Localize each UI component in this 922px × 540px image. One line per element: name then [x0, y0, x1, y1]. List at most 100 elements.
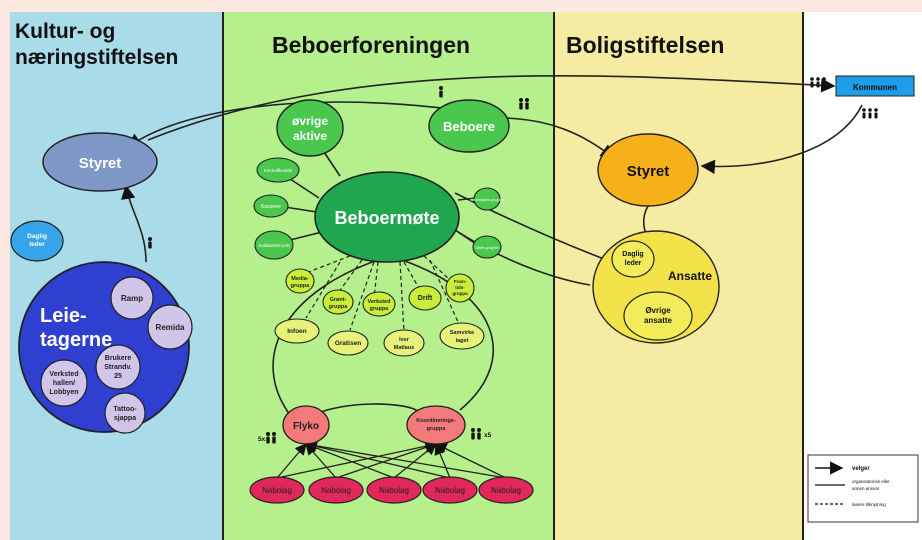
legend-dashed-label: løsere tilknytning [852, 502, 886, 507]
tenant-ramp-label: Ramp [121, 294, 143, 303]
ovrige-aktive-node [276, 99, 344, 157]
nabolag-node [478, 476, 534, 504]
beboermote-to-koordinering-line [389, 255, 494, 411]
grontgruppa-line1: Grønt- [330, 297, 347, 303]
nabolag-link [335, 441, 438, 479]
beboermote-link [457, 197, 477, 201]
beboere-label: Beboere [443, 119, 495, 134]
grontgruppa-line2: gruppa [329, 304, 349, 310]
mediegruppa-line1: Media- [291, 276, 309, 282]
koordinering-node [406, 405, 466, 445]
beboere-to-bolig-styret-arrow [504, 117, 616, 159]
legend-solid-line1: organisatorisk eller [852, 479, 890, 484]
solidaritetspott-node [254, 230, 294, 260]
legend-velger-label: velger [852, 466, 870, 472]
ovrige-aktive-line1: øvrige [292, 114, 328, 128]
dashed-link [429, 259, 459, 323]
kommune-column [803, 12, 922, 540]
solidaritetspott-label: Solidaritets-pott [258, 243, 290, 248]
nabolag-node [422, 476, 478, 504]
bolig-styret-label: Styret [627, 163, 670, 180]
ovrige-aktive-line2: aktive [293, 129, 327, 143]
nabolag-node [308, 476, 364, 504]
legend-solid-line2: annen ansvar [852, 486, 880, 491]
tenant-verksted-line2: hallen/ [53, 380, 75, 387]
kultur-title-line2: næringstiftelsen [15, 46, 179, 69]
beboermote-to-ansatte-line [454, 229, 591, 286]
verkstedgruppa-node [362, 291, 396, 317]
mediegruppa-line2: gruppa [291, 283, 311, 289]
ovrige-ansatte-node [623, 291, 693, 341]
samvirkelaget-line2: laget [456, 338, 469, 344]
beboermote-label: Beboermøte [334, 208, 439, 228]
people-icon [471, 428, 481, 440]
koordinering-line1: Koordinerings- [416, 418, 456, 424]
kommunen-label: Kommunen [853, 83, 897, 92]
dashed-link [305, 261, 341, 319]
framtidsgruppa-line3: gruppa [452, 291, 468, 296]
informasjonsgruppen-label: Informasjons-gruppen [470, 198, 504, 202]
grontgruppa-node [322, 289, 354, 315]
kontrollkomite-label: Kontrollkomite [264, 168, 293, 173]
gratisen-label: Gratisen [335, 340, 361, 347]
person-icon [439, 86, 443, 98]
nabolag-link [304, 440, 451, 479]
tenant-brukere-line2: Strandv. [104, 364, 132, 371]
nabolag-links [276, 439, 507, 479]
koord-count-label: x5 [484, 432, 492, 439]
mediegruppa-node [285, 268, 315, 294]
nabolag-label: Nabolag [491, 486, 521, 495]
people-icon [862, 108, 878, 119]
nabolag-node [249, 476, 305, 504]
nabolag-node [366, 476, 422, 504]
nabolag-label: Nabolag [435, 486, 465, 495]
dashed-link [403, 261, 421, 291]
infoen-label: Infoen [287, 328, 307, 335]
leietagerne-line2: tagerne [40, 329, 112, 351]
tenant-nodes [40, 276, 193, 434]
beboere-node [428, 99, 510, 153]
verkstedgruppa-line2: gruppa [370, 306, 390, 312]
bolig-title: Boligstiftelsen [566, 32, 725, 58]
legend: velger organisatorisk eller annen ansvar… [807, 454, 919, 523]
samvirkelaget-node [439, 322, 485, 350]
nabolag-link [276, 443, 307, 479]
people-icon [266, 432, 276, 444]
drift-label: Drift [418, 295, 433, 302]
flyko-count-label: 5x [258, 436, 266, 443]
tenant-verksted-line1: Verksted [49, 371, 78, 378]
framtidsgruppa-node [445, 273, 475, 303]
kultur-daglig-leder-line2: leder [29, 241, 45, 248]
kasserer-node [253, 194, 289, 218]
tenant-tattoo-line2: sjappa [114, 415, 136, 422]
iver-matlaus-node [383, 329, 425, 357]
bolig-daglig-leder-line2: leder [625, 260, 642, 267]
nabolag-link [304, 439, 507, 479]
tenant-ramp-node [110, 276, 154, 320]
tenant-tattoo-line1: Tattoo- [113, 406, 137, 413]
flyko-node [282, 405, 330, 445]
bolig-styret-node [597, 133, 699, 207]
beboermote-link [457, 231, 477, 245]
nabolag-link [393, 443, 437, 479]
framtidsgruppa-line1: Fram- [454, 279, 467, 284]
verkstedgruppa-line1: Verksted [368, 299, 391, 305]
kontrollkomite-node [256, 157, 300, 183]
people-icon [519, 98, 529, 110]
nabolag-link [434, 443, 507, 479]
leietagerne-to-styret-arrow [121, 184, 147, 263]
tenant-brukere-line1: Brukere [105, 355, 132, 362]
legend-box [807, 454, 919, 523]
tenant-brukere-node [95, 344, 141, 390]
beboer-title: Beboerforeningen [272, 32, 471, 58]
beboer-column [223, 12, 554, 540]
utleiegruppen-node [472, 235, 502, 259]
ovrige-ansatte-line1: Øvrige [645, 306, 671, 315]
tenant-brukere-line3: 25 [114, 373, 122, 380]
ovrige-ansatte-line2: ansatte [644, 316, 673, 325]
iver-line2: Matlaus [394, 345, 414, 351]
iver-line1: Iver [399, 337, 410, 343]
kultur-title-line1: Kultur- og [15, 20, 116, 43]
